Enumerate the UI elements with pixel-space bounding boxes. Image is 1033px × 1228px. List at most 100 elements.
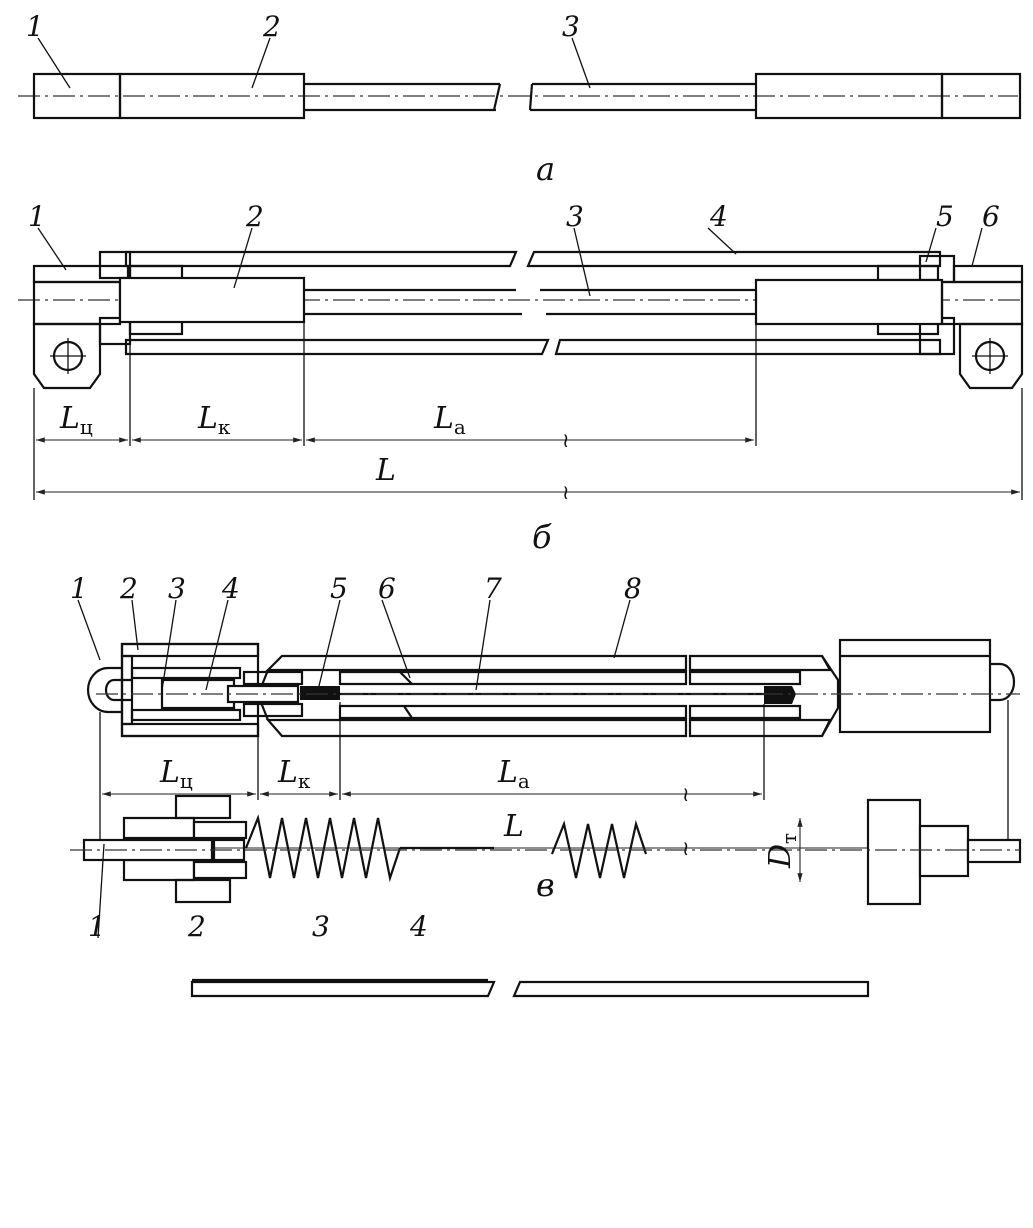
- dim-label-Lk: Lк: [197, 401, 231, 439]
- heating-coil-left: [244, 814, 402, 883]
- extension-lines: [33, 322, 1023, 500]
- break-mark: ≀: [682, 782, 690, 806]
- leader-6: [971, 227, 983, 267]
- dim-label-La: Lа: [433, 401, 466, 439]
- tube-top-right: [688, 654, 832, 672]
- label-2: 2: [262, 10, 281, 43]
- caption-a: а: [536, 150, 555, 188]
- tube-bottom-left: [124, 338, 550, 356]
- break-mark: ≀: [562, 428, 570, 452]
- leader-7: [475, 599, 491, 691]
- inner-tube-top-right: [688, 670, 802, 686]
- cap-right: [866, 798, 922, 906]
- leader-3: [571, 37, 591, 89]
- label-6: 6: [982, 200, 1000, 233]
- leader-3: [573, 227, 591, 297]
- label-2: 2: [187, 910, 206, 943]
- collar-top: [192, 820, 248, 840]
- cap-right: [952, 264, 1024, 284]
- tube-bottom-left: [265, 718, 688, 738]
- wire-right: [540, 288, 756, 316]
- label-1: 1: [26, 10, 44, 43]
- lug-right: [958, 322, 1024, 390]
- tube-top-left: [265, 654, 688, 672]
- leader-1-line: [97, 843, 105, 939]
- label-5: 5: [936, 200, 954, 233]
- inner-tube-top: [338, 670, 688, 686]
- label-2: 2: [245, 200, 264, 233]
- caption-v: в: [536, 866, 555, 904]
- loop-left: [86, 666, 122, 714]
- cap-right: [838, 638, 992, 734]
- tube-top-right: [512, 980, 870, 998]
- tube-top-right: [526, 250, 942, 268]
- cold-end-left: [118, 72, 306, 120]
- collet-top: [130, 666, 242, 680]
- dim-label-L: L: [503, 809, 524, 844]
- loop-left-inner: [104, 678, 132, 702]
- wire-left: [304, 288, 522, 316]
- label-3: 3: [312, 910, 330, 943]
- label-4: 4: [709, 200, 728, 233]
- lug-cross-left: [50, 338, 86, 374]
- dim-label-Lk: Lк: [277, 755, 311, 793]
- leader-1: [37, 227, 67, 271]
- leader-1: [37, 37, 71, 89]
- cold-end-left: [118, 276, 306, 324]
- break-mark: ≀: [562, 480, 570, 504]
- caption-b: б: [532, 518, 552, 556]
- label-3: 3: [566, 200, 584, 233]
- loop-right: [990, 662, 1016, 702]
- seal-bottom-outer: [174, 878, 232, 904]
- dim-label-Dt: Dт: [763, 833, 801, 869]
- terminal-right: [940, 72, 1022, 120]
- label-8: 8: [624, 572, 642, 605]
- panel-a: 1 2 3 а: [18, 10, 1022, 188]
- seal-top: [122, 816, 196, 840]
- tube-bottom-right: [688, 718, 832, 738]
- pin-right: [966, 838, 1022, 864]
- label-7: 7: [484, 572, 502, 605]
- tube-bottom-right: [554, 338, 942, 356]
- contact-left: [300, 686, 340, 700]
- break-mark: ≀: [682, 836, 690, 860]
- seal-bottom: [122, 858, 196, 882]
- label-1: 1: [70, 572, 88, 605]
- label-3: 3: [562, 10, 580, 43]
- spacer: [399, 671, 413, 719]
- inner-tube-bottom: [338, 704, 688, 720]
- wire-right: [528, 82, 756, 112]
- leader-1: [77, 599, 101, 661]
- panel-g: Dт 1 2 3 4: [70, 794, 1022, 998]
- dim-label-Lc: Lц: [159, 755, 193, 793]
- leader-5: [925, 227, 937, 263]
- tube-top-left: [190, 980, 496, 998]
- inner-tube-bottom-right: [688, 704, 802, 720]
- label-4: 4: [221, 572, 240, 605]
- label-5: 5: [330, 572, 348, 605]
- cap-left-top: [120, 642, 260, 658]
- dim-label-L: L: [375, 453, 396, 488]
- label-6: 6: [378, 572, 396, 605]
- label-3: 3: [168, 572, 186, 605]
- leader-6: [381, 599, 411, 679]
- label-1: 1: [28, 200, 46, 233]
- dim-label-Lc: Lц: [59, 401, 93, 439]
- heating-coil-right: [550, 819, 648, 879]
- panel-v: 1 2 3 4 5 6 7 8 ≀ ≀ Lц Lк Lа L в: [70, 572, 1020, 904]
- seal-top-outer: [174, 794, 232, 820]
- label-1: 1: [88, 910, 106, 943]
- leader-2: [131, 599, 139, 651]
- leader-4: [707, 227, 737, 255]
- label-2: 2: [119, 572, 138, 605]
- tube-top-left: [124, 250, 518, 268]
- leader-3: [161, 599, 177, 691]
- extension-lines: [99, 700, 1009, 856]
- cold-end-right: [754, 278, 944, 326]
- leader-5: [317, 599, 341, 691]
- pin-sleeve-bottom: [242, 702, 304, 718]
- pin-sleeve-top: [242, 670, 304, 686]
- cap-left-wall: [120, 654, 134, 726]
